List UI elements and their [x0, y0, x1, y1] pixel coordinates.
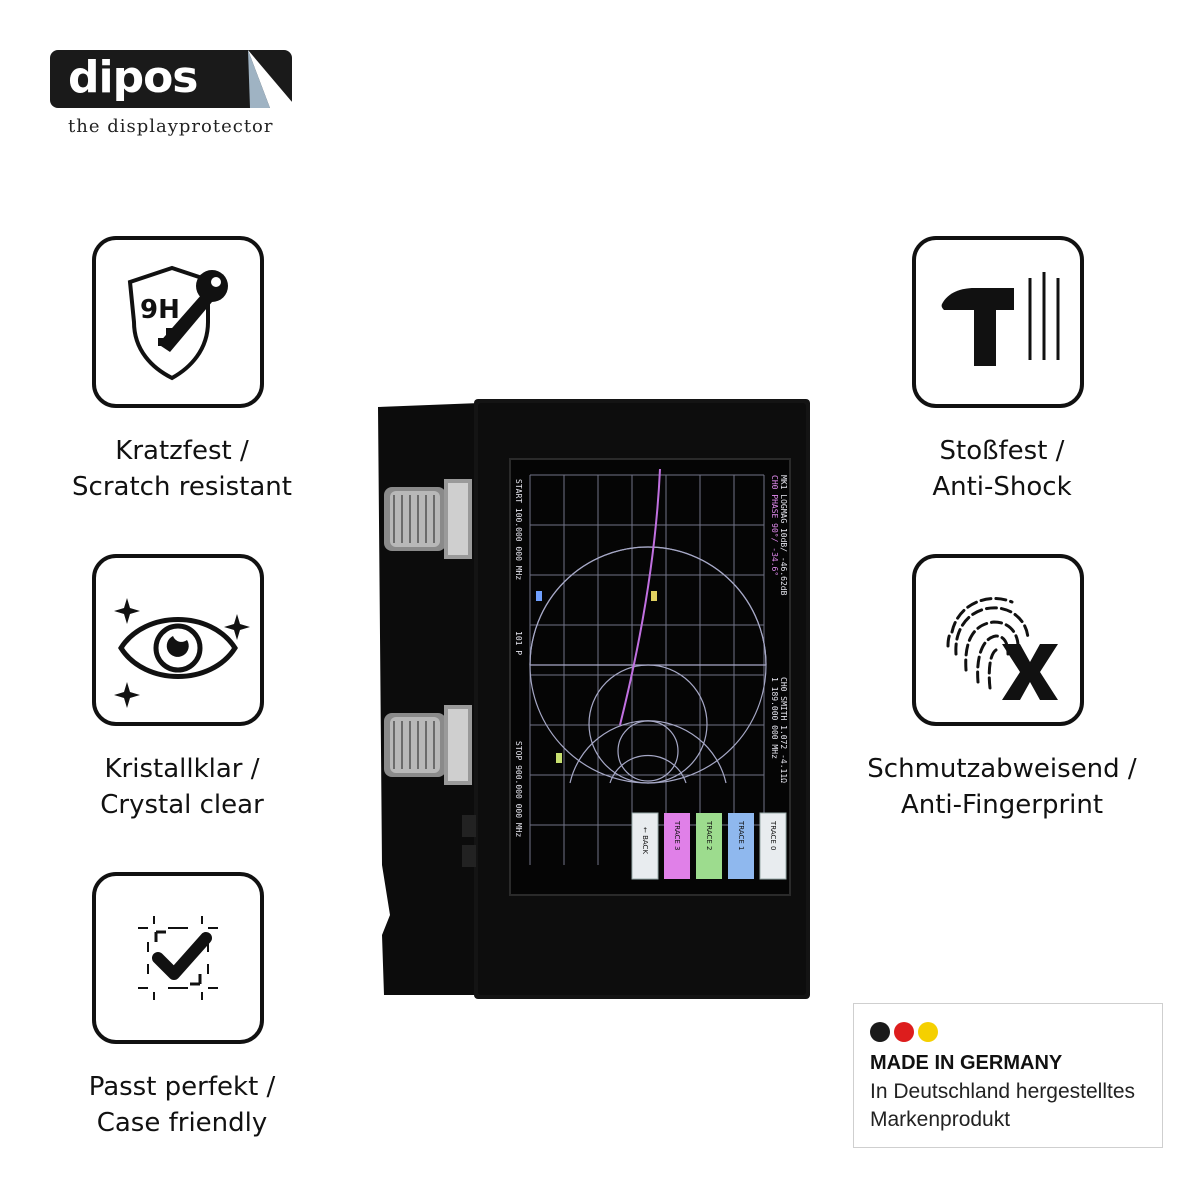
screen-header-4: 1 189.000 000 MHz [770, 677, 779, 759]
brand-tagline: the displayprotector [68, 116, 274, 137]
screen-menu: TRACE 0 TRACE 1 TRACE 2 TRACE 3 ← BACK [631, 812, 787, 880]
menu-trace-1[interactable]: TRACE 1 [737, 820, 745, 851]
feature-label-shock: Stoßfest / Anti-Shock [842, 433, 1162, 505]
checkmark-frame-icon [138, 916, 218, 1000]
feature-label-case: Passt perfekt / Case friendly [22, 1069, 342, 1141]
feature-label-line: Schmutzabweisend / [867, 754, 1137, 784]
hammer-icon [941, 272, 1060, 366]
feature-label-scratch: Kratzfest / Scratch resistant [22, 433, 342, 505]
german-flag-dots [870, 1022, 938, 1042]
page-corner-icon [248, 50, 292, 108]
brand-name: dipos [68, 52, 198, 103]
shield-key-icon: 9H [127, 265, 228, 381]
feature-label-line: Crystal clear [100, 790, 264, 820]
menu-trace-3[interactable]: TRACE 3 [673, 820, 681, 851]
feature-label-line: Scratch resistant [72, 472, 292, 502]
flag-dot-gold [918, 1022, 938, 1042]
made-in-line-1: In Deutschland hergestelltes [870, 1080, 1135, 1103]
hardness-label: 9H [140, 295, 180, 325]
feature-label-line: Case friendly [96, 1108, 268, 1138]
feature-label-line: Kratzfest / [115, 436, 249, 466]
case-friendly-icon-frame [92, 872, 264, 1044]
screen-header-1: MK1 LOGMAG 10dB/ -46.62dB [779, 475, 788, 596]
made-in-line-2: Markenprodukt [870, 1108, 1011, 1131]
made-in-title: MADE IN GERMANY [870, 1052, 1063, 1074]
brand-logo: dipos the displayprotector [50, 50, 295, 145]
flag-dot-red [894, 1022, 914, 1042]
screen-header-2: CH0 PHASE 90°/ -34.6° [770, 475, 779, 576]
menu-back[interactable]: ← BACK [641, 827, 649, 854]
feature-label-clear: Kristallklar / Crystal clear [22, 751, 342, 823]
product-device: MK1 LOGMAG 10dB/ -46.62dB CH0 PHASE 90°/… [370, 395, 820, 1005]
feature-label-line: Stoßfest / [939, 436, 1065, 466]
made-in-germany-badge: MADE IN GERMANY In Deutschland hergestel… [853, 1003, 1163, 1148]
screen-header-3: CH0 SMITH 1.072 -4.11Ω [779, 677, 788, 783]
anti-shock-icon-frame [912, 236, 1084, 408]
feature-label-line: Passt perfekt / [88, 1072, 276, 1102]
feature-label-line: Kristallklar / [104, 754, 260, 784]
smith-chart [529, 546, 767, 784]
feature-label-line: Anti-Fingerprint [900, 790, 1104, 820]
flag-dot-black [870, 1022, 890, 1042]
rf-connector [384, 705, 472, 785]
screen-start-freq: START 100.000 000 MHz [514, 479, 523, 580]
rf-connector [384, 479, 472, 559]
crystal-clear-icon-frame [92, 554, 264, 726]
device-illustration: MK1 LOGMAG 10dB/ -46.62dB CH0 PHASE 90°/… [378, 399, 810, 999]
feature-label-fingerprint: Schmutzabweisend / Anti-Fingerprint [842, 751, 1162, 823]
screen-stop-freq: STOP 900.000 000 MHz [514, 741, 523, 838]
menu-trace-2[interactable]: TRACE 2 [705, 820, 713, 851]
screen-points: 101 P [514, 631, 523, 655]
eye-icon [114, 598, 250, 708]
fingerprint-x-icon [946, 597, 1058, 700]
anti-fingerprint-icon-frame [912, 554, 1084, 726]
feature-label-line: Anti-Shock [932, 472, 1072, 502]
scratch-resistant-icon-frame: 9H [92, 236, 264, 408]
menu-trace-0[interactable]: TRACE 0 [769, 820, 777, 851]
